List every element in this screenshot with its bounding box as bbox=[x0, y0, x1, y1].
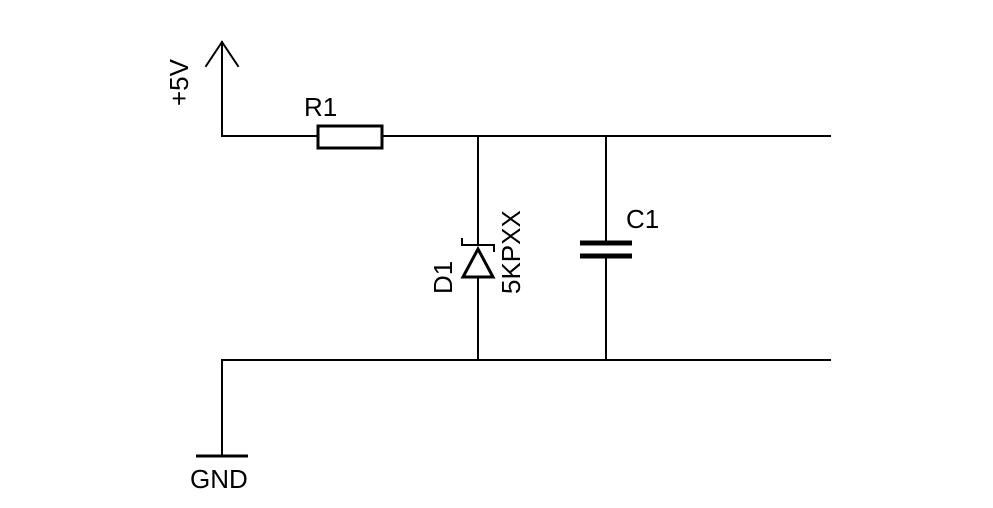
resistor-label: R1 bbox=[304, 92, 337, 122]
diode-value-label: 5KPXX bbox=[496, 210, 526, 294]
ground-symbol bbox=[196, 359, 248, 458]
diode-symbol bbox=[460, 238, 496, 279]
diode-ref-label: D1 bbox=[428, 261, 458, 294]
supply-arrow bbox=[204, 40, 240, 137]
ground-label: GND bbox=[190, 464, 248, 494]
capacitor-branch bbox=[580, 135, 632, 361]
capacitor-label: C1 bbox=[626, 204, 659, 234]
supply-label: +5V bbox=[164, 58, 194, 106]
resistor-symbol bbox=[316, 124, 384, 150]
